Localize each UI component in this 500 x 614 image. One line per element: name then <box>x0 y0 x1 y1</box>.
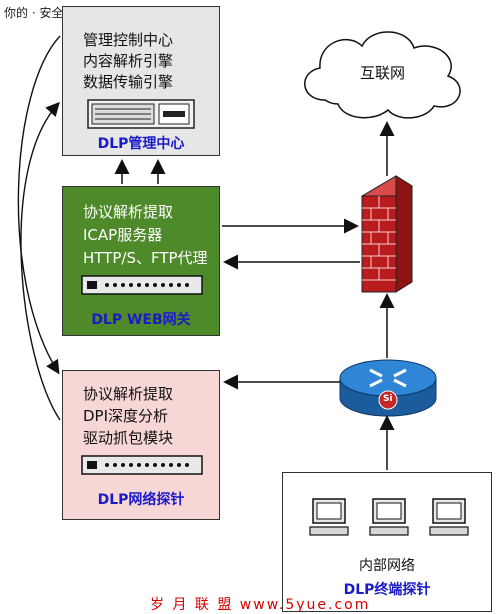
firewall-icon <box>361 175 413 293</box>
gateway-line-2: ICAP服务器 <box>83 226 163 244</box>
server-icon <box>87 99 195 129</box>
internal-network-label: 内部网络 <box>359 558 415 574</box>
probe-caption: DLP网络探针 <box>97 492 185 508</box>
probe-appliance-icon <box>81 455 203 475</box>
management-line-2: 内容解析引擎 <box>83 52 174 70</box>
gateway-caption: DLP WEB网关 <box>91 312 191 328</box>
management-caption: DLP管理中心 <box>97 136 185 152</box>
gateway-appliance-icon <box>81 275 203 295</box>
management-line-1: 管理控制中心 <box>83 31 174 49</box>
bottom-watermark: 岁 月 联 盟 www.5yue.com <box>150 597 371 613</box>
internal-network-box: 内部网络 DLP终端探针 <box>282 472 492 612</box>
probe-line-3: 驱动抓包模块 <box>83 429 174 447</box>
router-label: Si <box>383 394 393 404</box>
management-center-box: 管理控制中心 内容解析引擎 数据传输引擎 DLP管理中心 <box>62 6 220 156</box>
router-icon <box>339 359 437 417</box>
gateway-line-1: 协议解析提取 <box>83 203 174 221</box>
internet-label: 互联网 <box>360 64 406 82</box>
gateway-line-3: HTTP/S、FTP代理 <box>83 249 208 267</box>
internal-network-caption: DLP终端探针 <box>343 582 431 598</box>
internet-cloud-icon <box>304 31 461 119</box>
management-line-3: 数据传输引擎 <box>83 73 174 91</box>
web-gateway-box: 协议解析提取 ICAP服务器 HTTP/S、FTP代理 DLP WEB网关 <box>62 186 220 336</box>
probe-line-2: DPI深度分析 <box>83 407 169 425</box>
probe-line-1: 协议解析提取 <box>83 385 174 403</box>
network-probe-box: 协议解析提取 DPI深度分析 驱动抓包模块 DLP网络探针 <box>62 370 220 520</box>
